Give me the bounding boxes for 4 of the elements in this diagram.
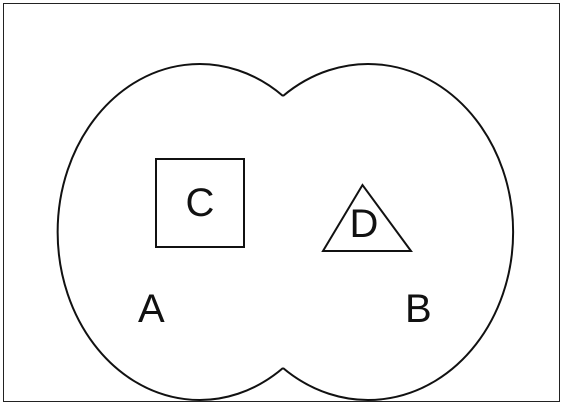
- shape-label: D: [350, 204, 378, 244]
- region-label: B: [405, 289, 432, 329]
- region-label: A: [138, 289, 165, 329]
- square-label: C: [155, 158, 245, 248]
